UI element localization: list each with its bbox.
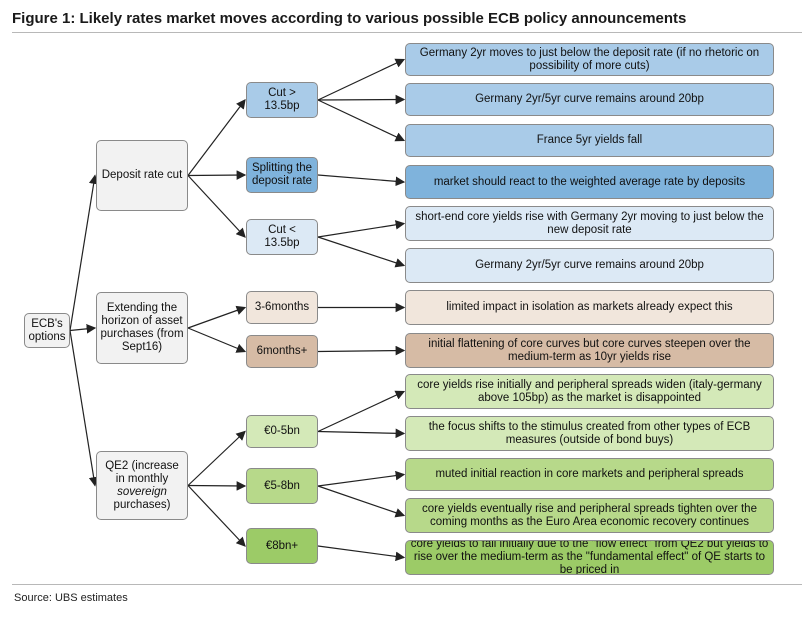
arrow-opt2-to-sc6 [187,481,247,491]
outcome-short-end-core-yields-rise: short-end core yields rise with Germany … [405,206,774,241]
arrow-sc0-to-oc1 [317,94,406,105]
root-node-ecb-options: ECB's options [24,313,70,348]
arrow-sc4-to-oc7 [317,345,406,356]
arrow-sc1-to-oc3 [317,174,406,187]
arrow-sc2-to-oc4 [317,220,406,238]
outcome-initial-flattening: initial flattening of core curves but co… [405,333,774,368]
outcome-germany-curve-20bp: Germany 2yr/5yr curve remains around 20b… [405,83,774,116]
outcome-germany-2yr-below-deposit: Germany 2yr moves to just below the depo… [405,43,774,76]
scenario-splitting-deposit-rate: Splitting the deposit rate [246,157,318,193]
arrow-opt2-to-sc5 [187,430,246,486]
scenario-3-6-months: 3-6months [246,291,318,324]
source-note: Source: UBS estimates [14,592,128,604]
arrow-sc5-to-oc8 [317,390,406,433]
arrow-sc7-to-oc12 [317,545,406,562]
arrow-opt0-to-sc2 [187,175,246,238]
outcome-flow-effect-qe2: core yields to fall initially due to the… [405,540,774,575]
outcome-weighted-average-rate: market should react to the weighted aver… [405,165,774,199]
scenario-6-months-plus: 6months+ [246,335,318,368]
arrow-sc2-to-oc5 [317,236,406,268]
arrow-sc0-to-oc0 [317,58,406,101]
arrow-root-to-opt1 [69,324,97,334]
arrow-root-to-opt2 [69,330,99,487]
option-deposit-rate-cut: Deposit rate cut [96,140,188,211]
outcome-germany-curve-20bp-2: Germany 2yr/5yr curve remains around 20b… [405,248,774,283]
top-rule [12,32,802,33]
outcome-peripheral-spreads-widen: core yields rise initially and periphera… [405,374,774,409]
scenario-eur-8bn-plus: €8bn+ [246,528,318,564]
option-extending-horizon: Extending the horizon of asset purchases… [96,292,188,364]
bottom-rule [12,584,802,585]
arrow-sc0-to-oc2 [317,99,406,142]
scenario-eur-0-5bn: €0-5bn [246,415,318,448]
scenario-cut-below: Cut < 13.5bp [246,219,318,255]
arrow-root-to-opt0 [69,174,99,331]
scenario-cut-above: Cut > 13.5bp [246,82,318,118]
figure-title: Figure 1: Likely rates market moves acco… [12,10,687,27]
arrow-sc5-to-oc9 [317,428,406,439]
outcome-muted-initial-reaction: muted initial reaction in core markets a… [405,458,774,491]
arrow-opt0-to-sc1 [187,170,247,180]
outcome-focus-shifts-stimulus: the focus shifts to the stimulus created… [405,416,774,451]
outcome-core-yields-eventually-rise: core yields eventually rise and peripher… [405,498,774,533]
arrow-sc6-to-oc11 [317,485,406,518]
arrow-opt0-to-sc0 [187,99,246,176]
arrow-opt1-to-sc3 [187,305,247,329]
arrow-sc6-to-oc10 [317,470,406,487]
scenario-eur-5-8bn: €5-8bn [246,468,318,504]
arrow-opt1-to-sc4 [187,327,247,353]
outcome-france-5yr-fall: France 5yr yields fall [405,124,774,157]
outcome-limited-impact: limited impact in isolation as markets a… [405,290,774,325]
arrow-opt2-to-sc7 [187,485,246,547]
